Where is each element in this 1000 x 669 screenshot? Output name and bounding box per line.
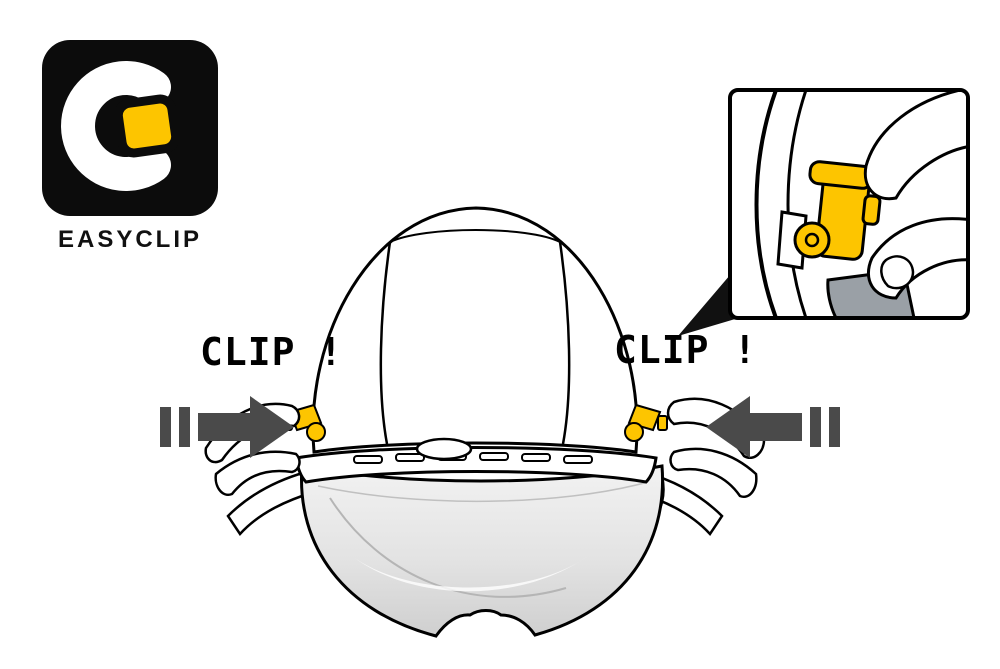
- clip-right-icon: [624, 403, 668, 442]
- logo-c-shape: [61, 61, 171, 191]
- inset-clip-slot: [776, 210, 808, 270]
- logo-clip-shape: [113, 94, 181, 158]
- clip-annotation-left: CLIP !: [200, 330, 344, 374]
- helmet-front-vent: [415, 437, 473, 461]
- helmet-illustration: [204, 206, 766, 638]
- easyclip-logo-icon: [42, 40, 218, 216]
- inset-fingers: [863, 92, 966, 300]
- inset-clip-icon: [793, 160, 882, 261]
- inset-fingernail: [880, 255, 915, 290]
- eye-shield: [300, 464, 665, 638]
- easyclip-logo-label: EASYCLIP: [57, 226, 203, 253]
- detail-inset: [728, 88, 970, 320]
- helmet-shell: [311, 206, 639, 461]
- push-arrow-left-icon: [160, 396, 294, 458]
- push-arrow-right-icon: [706, 396, 840, 458]
- helmet-brim: [294, 446, 658, 484]
- clip-annotation-right: CLIP !: [614, 328, 758, 372]
